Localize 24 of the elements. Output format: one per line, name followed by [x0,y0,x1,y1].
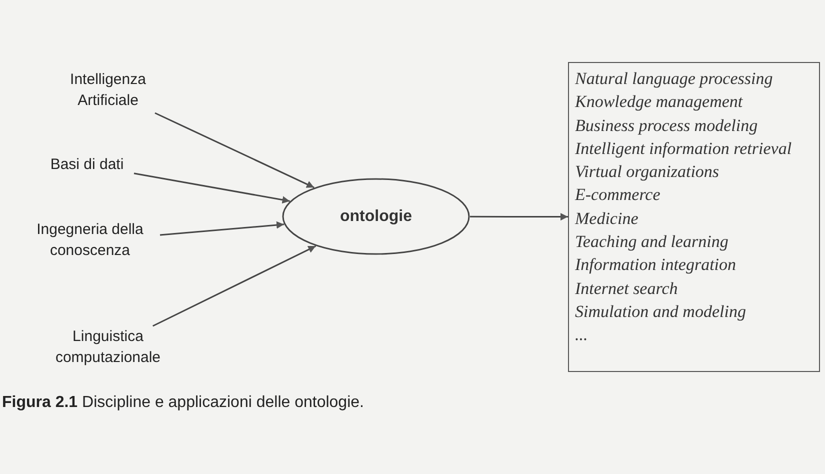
arrow [470,213,568,221]
list-item: Teaching and learning [575,231,730,254]
list-item: Business process modeling [575,114,759,137]
arrow [134,172,290,204]
list-item: Internet search [575,278,679,300]
application-list-box [568,62,820,372]
list-item: Simulation and modeling [575,300,747,323]
concept-label: ontologie [339,208,413,226]
discipline-label: Ingegneria della conoscenza [20,219,160,263]
list-item: Virtual organizations [575,161,720,184]
list-item: Natural language processing [575,68,774,90]
list-item: E-commerce [575,184,662,206]
discipline-label: Basi di dati [40,154,134,176]
list-item: ... [575,324,589,346]
arrow [152,245,316,327]
figure-caption: Figura 2.1 Discipline e applicazioni delle ontologie. [2,394,364,412]
list-item: Knowledge management [575,91,744,114]
arrow [154,112,314,188]
list-item: Intelligent information retrieval [575,138,793,160]
list-item: Information integration [575,254,738,276]
discipline-label: Linguistica computazionale [40,326,176,370]
arrow [160,221,284,236]
list-item: Medicine [575,208,640,230]
discipline-label: Intelligenza Artificiale [58,69,158,113]
